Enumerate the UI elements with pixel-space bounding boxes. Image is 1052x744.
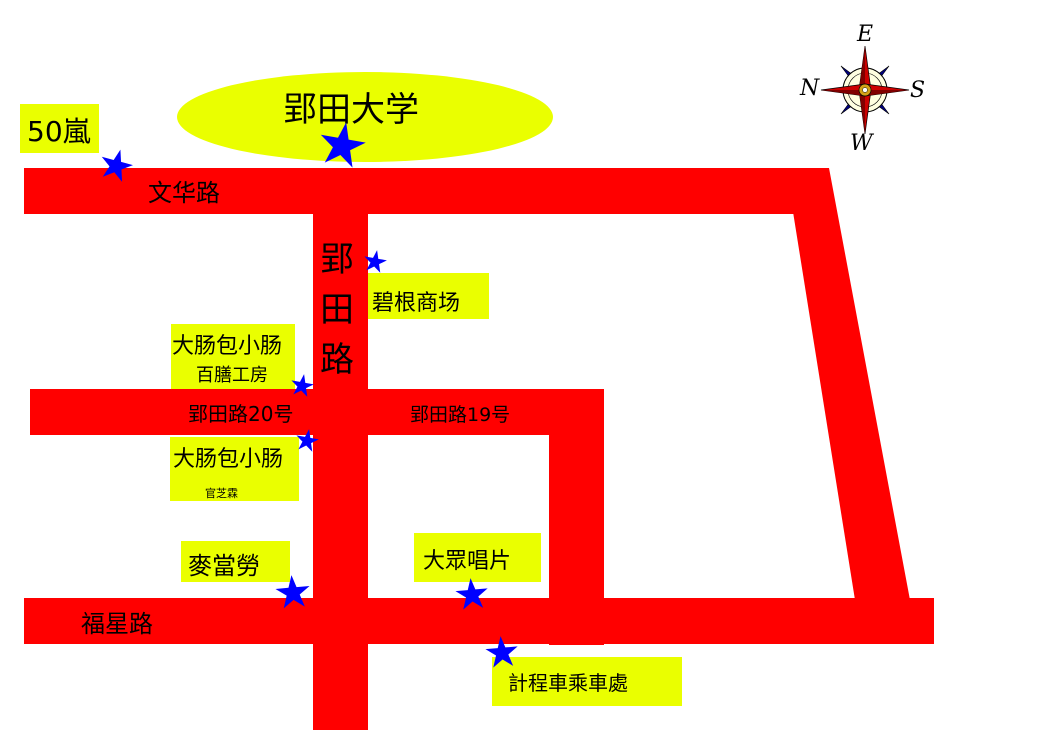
place-mcdonalds[interactable] [181,541,290,582]
place-50lan[interactable] [20,104,99,153]
place-sausage-1-sub: 百膳工房 [196,365,268,386]
road-yingtian-middle [30,389,604,435]
place-records[interactable] [414,533,541,582]
place-taxi[interactable] [492,657,682,706]
road-diagonal-shape [786,168,910,600]
place-sausage-2-sub: 官芝霖 [205,487,238,500]
compass-needle-vertical [858,45,872,135]
road-label-vertical-1: 郢 [320,240,354,280]
place-sausage-2[interactable] [170,437,299,501]
compass-label-w: W [850,131,873,156]
road-label-no20: 郢田路20号 [188,402,294,426]
place-records-label: 大眾唱片 [423,549,512,574]
compass-label-n: N [800,76,820,101]
place-50lan-label: 50嵐 [27,115,91,148]
place-mall-label: 碧根商场 [372,291,461,316]
compass-needle-horizontal [820,83,910,97]
road-label-vertical-2: 田 [320,290,354,330]
road-wenhua [24,168,826,214]
compass-ring [842,67,888,113]
road-fuxing [24,598,934,644]
road-label-wenhua: 文华路 [148,179,220,207]
place-mall[interactable] [368,273,489,319]
place-taxi-label: 計程車乘車處 [508,671,628,695]
place-mcdonalds-label: 麥當勞 [188,552,260,580]
place-sausage-1[interactable] [171,324,295,389]
compass-label-s: S [910,78,926,103]
campus-name: 郢田大学 [283,90,419,130]
place-sausage-2-name: 大肠包小肠 [173,447,284,472]
road-yingtian-vertical [313,214,368,730]
place-sausage-1-name: 大肠包小肠 [172,334,283,359]
compass-label-e: E [857,22,874,47]
road-label-vertical-3: 路 [320,340,354,380]
road-label-no19: 郢田路19号 [410,404,511,426]
road-label-fuxing: 福星路 [81,610,153,638]
compass-minor-points [840,65,890,115]
